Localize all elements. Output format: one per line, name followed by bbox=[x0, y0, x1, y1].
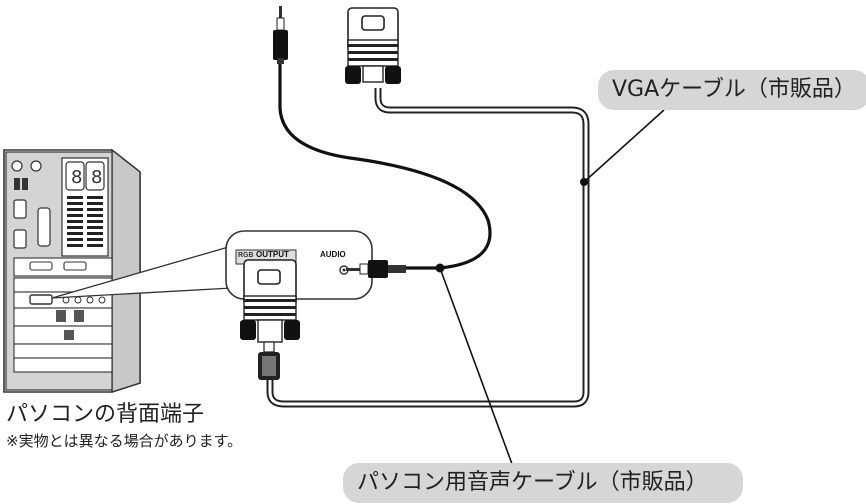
audio-leader-dot bbox=[435, 263, 445, 273]
disclaimer-note: ※実物とは異なる場合があります。 bbox=[6, 432, 243, 450]
pc-tower: 8 8 bbox=[3, 148, 141, 393]
pc-rear-caption: パソコンの背面端子 bbox=[6, 402, 205, 427]
panel-rgb-label: RGB bbox=[238, 252, 254, 259]
audio-plug-panel bbox=[346, 260, 406, 278]
svg-text:8: 8 bbox=[91, 167, 102, 188]
vga-leader-dot bbox=[580, 178, 588, 186]
vga-leader-line bbox=[583, 109, 665, 183]
audio-cable bbox=[278, 62, 492, 270]
panel-output-label: OUTPUT bbox=[256, 250, 289, 259]
audio-plug-top bbox=[273, 6, 288, 64]
vga-cable-label: VGAケーブル（市販品） bbox=[598, 70, 866, 110]
panel-audio-label: AUDIO bbox=[320, 250, 346, 259]
vga-plug-panel bbox=[240, 259, 300, 380]
audio-cable-label: パソコン用音声ケーブル（市販品） bbox=[343, 463, 743, 503]
svg-text:8: 8 bbox=[71, 167, 82, 188]
audio-leader-line bbox=[439, 267, 513, 465]
vga-plug-top bbox=[345, 7, 401, 84]
